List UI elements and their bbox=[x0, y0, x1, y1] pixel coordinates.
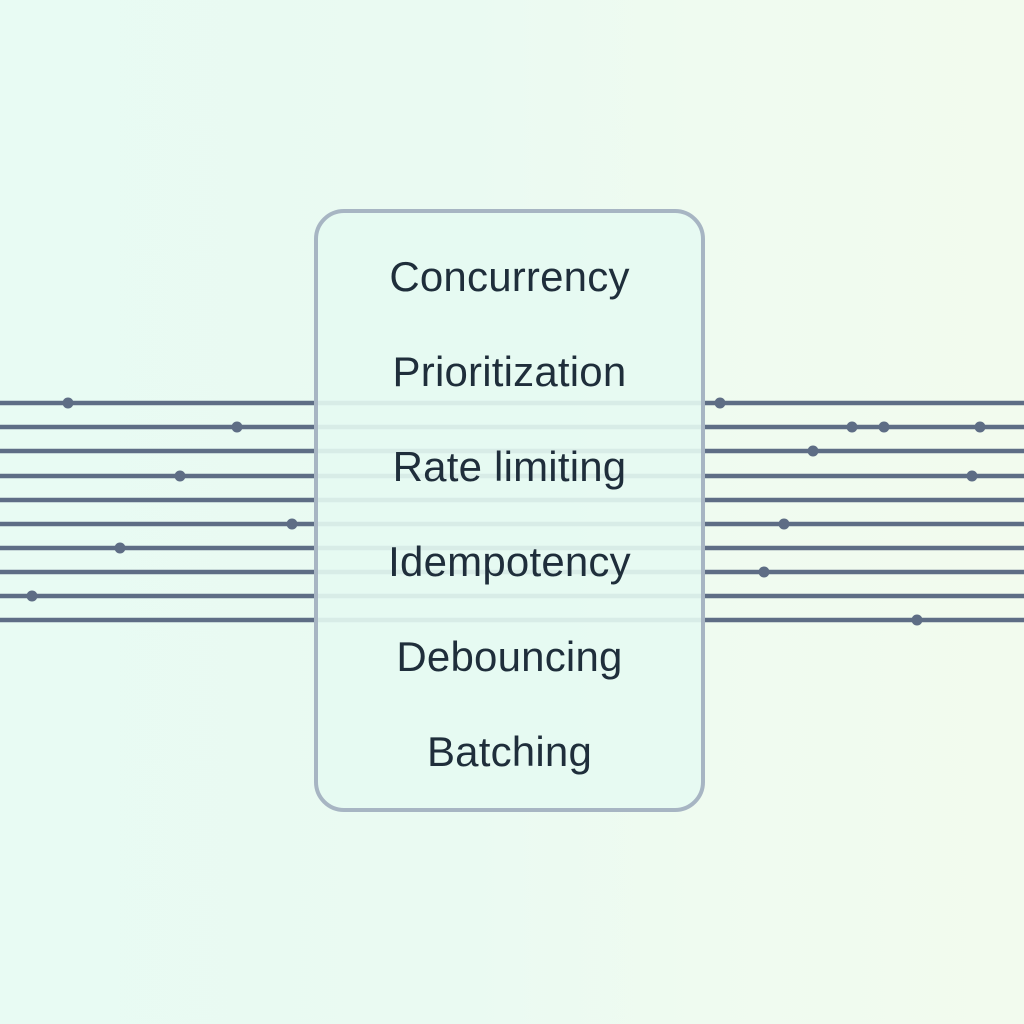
panel-item-batching: Batching bbox=[318, 704, 701, 799]
stream-dot bbox=[114, 542, 126, 554]
stream-dot bbox=[846, 421, 858, 433]
panel-item-label: Idempotency bbox=[388, 537, 631, 585]
stream-dot bbox=[174, 470, 186, 482]
panel-item-rate-limiting: Rate limiting bbox=[318, 419, 701, 514]
panel-item-label: Prioritization bbox=[392, 347, 627, 395]
stream-dot bbox=[26, 590, 38, 602]
stream-dot bbox=[714, 397, 726, 409]
stream-dot bbox=[778, 518, 790, 530]
stream-dot bbox=[758, 566, 770, 578]
panel-item-idempotency: Idempotency bbox=[318, 514, 701, 609]
panel-item-label: Batching bbox=[426, 727, 593, 775]
panel-item-concurrency: Concurrency bbox=[318, 229, 701, 324]
stream-dot bbox=[286, 518, 298, 530]
stream-dot bbox=[911, 614, 923, 626]
panel-item-label: Rate limiting bbox=[392, 442, 627, 490]
stream-dot bbox=[807, 445, 819, 457]
stream-dot bbox=[62, 397, 74, 409]
panel: Concurrency Prioritization Rate limiting… bbox=[314, 209, 705, 812]
panel-item-debouncing: Debouncing bbox=[318, 609, 701, 704]
stream-dot bbox=[974, 421, 986, 433]
stream-dot bbox=[231, 421, 243, 433]
panel-item-label: Debouncing bbox=[396, 632, 623, 680]
stream-dot bbox=[878, 421, 890, 433]
stream-dot bbox=[966, 470, 978, 482]
panel-item-label: Concurrency bbox=[389, 252, 630, 300]
panel-item-prioritization: Prioritization bbox=[318, 324, 701, 419]
